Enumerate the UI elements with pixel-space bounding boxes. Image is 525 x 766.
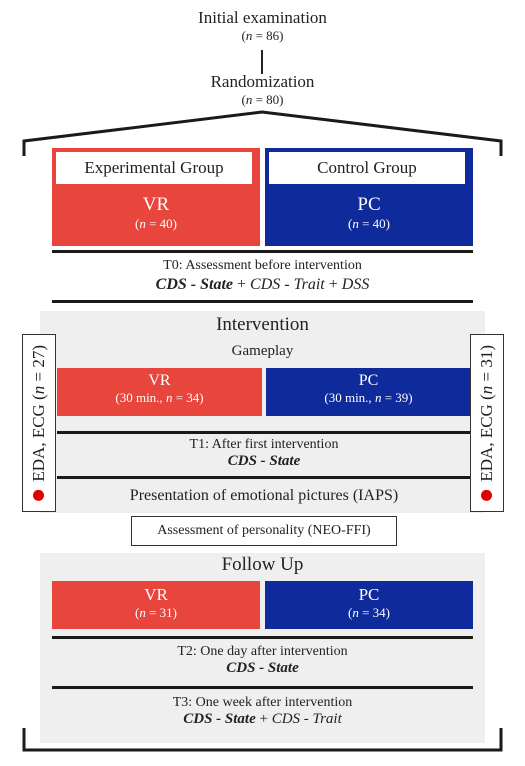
t0-measures: CDS - State + CDS - Trait + DSS <box>155 276 370 293</box>
followup-pc-n: (n = 34) <box>347 605 391 620</box>
followup-pc-label: PC <box>358 585 380 604</box>
neo-ffi-box: Assessment of personality (NEO-FFI) <box>131 516 397 546</box>
pc-label: PC <box>357 194 381 215</box>
intervention-pc-label: PC <box>358 372 379 389</box>
vr-label: VR <box>142 194 170 215</box>
divider <box>57 476 471 479</box>
vr-n: (n = 40) <box>134 216 178 231</box>
t1-measure: CDS - State <box>227 453 301 469</box>
intervention-pc-box: PC (30 min., n = 39) <box>266 368 471 416</box>
initial-n: (n = 86) <box>241 28 284 43</box>
experimental-vr: VR (n = 40) <box>52 194 260 232</box>
bottom-bracket <box>22 728 503 752</box>
top-bracket <box>22 110 503 156</box>
t2-measure: CDS - State <box>226 660 299 676</box>
divider <box>52 250 473 253</box>
intervention-vr-box: VR (30 min., n = 34) <box>57 368 262 416</box>
connector-line <box>261 50 263 74</box>
pc-n: (n = 40) <box>347 216 391 231</box>
followup-title: Follow Up <box>221 554 304 575</box>
randomization-title: Randomization <box>210 72 315 91</box>
randomization-n: (n = 80) <box>241 92 284 107</box>
t0-title: T0: Assessment before intervention <box>163 258 362 273</box>
control-pc: PC (n = 40) <box>265 194 473 232</box>
t1-title: T1: After first intervention <box>189 437 339 452</box>
t2-section: T2: One day after intervention CDS - Sta… <box>52 644 473 677</box>
intervention-vr-detail: (30 min., n = 34) <box>115 390 204 405</box>
divider <box>52 636 473 639</box>
randomization: Randomization (n = 80) <box>150 72 375 108</box>
intervention-vr-label: VR <box>148 372 171 389</box>
gameplay-label: Gameplay <box>231 343 294 359</box>
divider <box>52 300 473 303</box>
experimental-group-box: Experimental Group VR (n = 40) <box>52 148 260 246</box>
divider <box>57 431 471 434</box>
followup-vr-box: VR (n = 31) <box>52 581 260 629</box>
followup-pc-box: PC (n = 34) <box>265 581 473 629</box>
control-group-header: Control Group <box>269 152 465 184</box>
eda-ecg-left-tag: EDA, ECG (n = 27) <box>22 334 56 512</box>
intervention-pc-detail: (30 min., n = 39) <box>324 390 413 405</box>
neo-ffi-label: Assessment of personality (NEO-FFI) <box>157 523 371 538</box>
eda-ecg-right-text: EDA, ECG (n = 31) <box>477 345 497 501</box>
t3-section: T3: One week after intervention CDS - St… <box>52 695 473 728</box>
eda-ecg-right-tag: EDA, ECG (n = 31) <box>470 334 504 512</box>
control-group-box: Control Group PC (n = 40) <box>265 148 473 246</box>
followup-vr-label: VR <box>144 585 168 604</box>
followup-vr-n: (n = 31) <box>134 605 178 620</box>
experimental-group-header: Experimental Group <box>56 152 252 184</box>
initial-examination: Initial examination (n = 86) <box>150 8 375 44</box>
initial-title: Initial examination <box>198 8 327 27</box>
iaps-label: Presentation of emotional pictures (IAPS… <box>129 487 399 504</box>
t3-title: T3: One week after intervention <box>172 695 353 710</box>
t1-section: T1: After first intervention CDS - State <box>57 437 471 470</box>
divider <box>52 686 473 689</box>
t0-section: T0: Assessment before intervention CDS -… <box>52 258 473 294</box>
intervention-title: Intervention <box>216 314 309 335</box>
t2-title: T2: One day after intervention <box>177 644 348 659</box>
recording-dot-icon <box>481 489 493 501</box>
eda-ecg-left-text: EDA, ECG (n = 27) <box>29 345 49 501</box>
t3-measures: CDS - State + CDS - Trait <box>183 711 342 727</box>
recording-dot-icon <box>33 489 45 501</box>
